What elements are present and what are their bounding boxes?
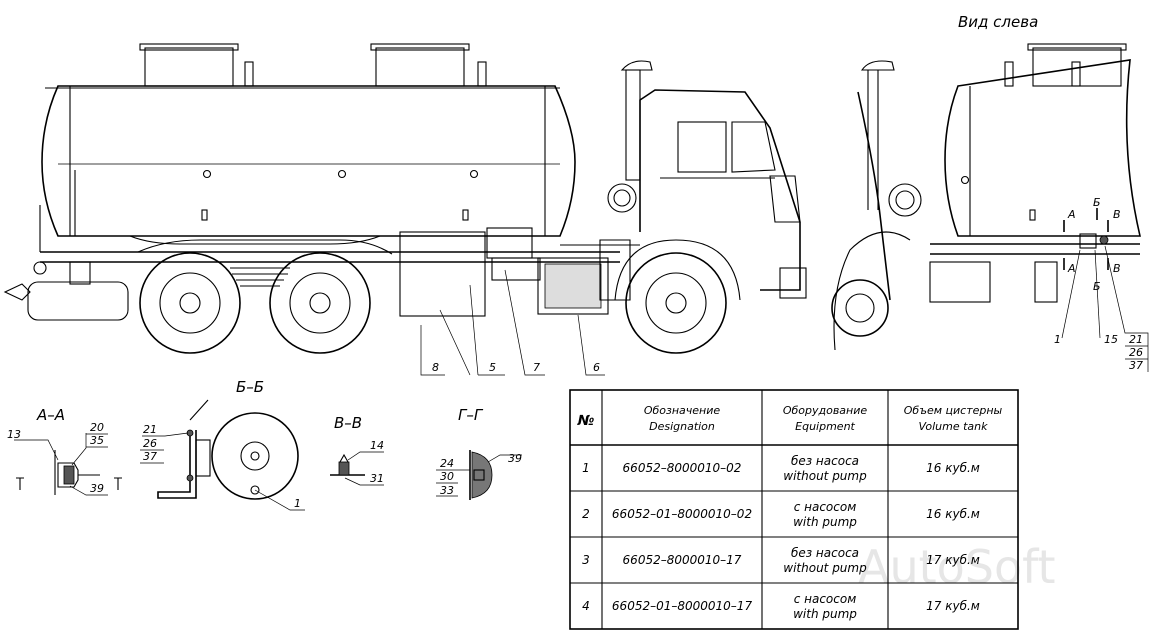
callout-15: 15 xyxy=(1104,333,1118,346)
table-row-1-equipment-ru: без насоса xyxy=(791,454,859,468)
header-designation-en: Designation xyxy=(649,420,715,433)
table-row-1-num: 1 xyxy=(582,461,590,475)
callout-1-b: 1 xyxy=(294,497,301,510)
callout-1-left: 1 xyxy=(1054,333,1061,346)
section-a-a-title: А–А xyxy=(36,406,65,424)
table-row-3-designation: 66052–8000010–17 xyxy=(623,553,742,567)
header-designation-ru: Обозначение xyxy=(644,404,721,417)
table-row-4-equipment-en: with pump xyxy=(793,607,857,621)
callout-37-b: 37 xyxy=(143,450,157,463)
callout-21-left: 21 xyxy=(1129,333,1143,346)
side-view-callouts: 8 5 7 6 xyxy=(420,269,605,376)
fuel-tank-6 xyxy=(537,257,609,315)
section-b-b: Б–Б 21 26 37 1 xyxy=(140,378,305,511)
callout-31: 31 xyxy=(370,472,384,485)
view-label: Вид слева xyxy=(958,13,1038,31)
spec-table: № Обозначение Designation Оборудование E… xyxy=(569,389,1019,630)
header-num: № xyxy=(577,413,595,429)
callout-6: 6 xyxy=(593,361,600,374)
callout-26-b: 26 xyxy=(143,437,157,450)
table-row-4-designation: 66052–01–8000010–17 xyxy=(612,599,753,613)
section-mark-v-top: В xyxy=(1113,208,1121,221)
truck-side-view xyxy=(3,43,807,354)
callout-24: 24 xyxy=(440,457,454,470)
header-volume-en: Volume tank xyxy=(918,420,988,433)
table-row-1-volume: 16 куб.м xyxy=(926,461,980,475)
callout-7: 7 xyxy=(533,361,540,374)
table-row-3-equipment-en: without pump xyxy=(783,561,867,575)
callout-39-a: 39 xyxy=(90,482,104,495)
tank-body xyxy=(41,85,576,237)
rear-wheel-2 xyxy=(269,252,371,354)
section-v-v-title: В–В xyxy=(334,414,362,432)
hatch-front xyxy=(144,47,234,87)
section-v-v: В–В 14 31 xyxy=(330,414,384,486)
table-row-3-num: 3 xyxy=(582,553,590,567)
table-row-2-equipment-ru: с насосом xyxy=(794,500,857,514)
callout-39-g: 39 xyxy=(508,452,522,465)
table-row-4-equipment-ru: с насосом xyxy=(794,592,857,606)
section-mark-a-bottom: А xyxy=(1067,262,1076,275)
table-row-2-volume: 16 куб.м xyxy=(926,507,980,521)
callout-37-left: 37 xyxy=(1129,359,1143,372)
callout-20: 20 xyxy=(90,421,104,434)
callout-33: 33 xyxy=(440,484,454,497)
watermark: AutoSoft xyxy=(858,540,1056,594)
hatch-rear xyxy=(375,47,465,87)
equipment-box-8 xyxy=(399,231,486,317)
equipment-box-7 xyxy=(486,227,533,259)
table-row-4-volume: 17 куб.м xyxy=(926,599,980,613)
callout-35: 35 xyxy=(90,434,104,447)
front-wheel xyxy=(625,252,727,354)
table-row-2-equipment-en: with pump xyxy=(793,515,857,529)
section-a-a: А–А 13 20 35 39 xyxy=(7,406,122,496)
callout-26-left: 26 xyxy=(1129,346,1143,359)
table-row-1-designation: 66052–8000010–02 xyxy=(623,461,742,475)
header-equipment-ru: Оборудование xyxy=(783,404,868,417)
table-row-2-designation: 66052–01–8000010–02 xyxy=(612,507,752,521)
callout-21-b: 21 xyxy=(143,423,157,436)
section-b-b-title: Б–Б xyxy=(236,378,264,396)
section-mark-a-top: А xyxy=(1067,208,1076,221)
rear-wheel-1 xyxy=(139,252,241,354)
table-row-3-equipment-ru: без насоса xyxy=(791,546,859,560)
left-view: Вид слева А А Б Б В В xyxy=(831,13,1149,372)
callout-8: 8 xyxy=(432,361,439,374)
table-row-2-num: 2 xyxy=(582,507,590,521)
callout-14: 14 xyxy=(370,439,384,452)
callout-13: 13 xyxy=(7,428,21,441)
cab xyxy=(639,89,801,291)
section-g-g-title: Г–Г xyxy=(458,406,484,424)
table-row-4-num: 4 xyxy=(582,599,590,613)
section-mark-b-top: Б xyxy=(1093,196,1101,209)
callout-5: 5 xyxy=(489,361,496,374)
section-g-g: Г–Г 39 24 30 33 xyxy=(436,406,522,500)
header-volume-ru: Объем цистерны xyxy=(904,404,1003,417)
table-row-1-equipment-en: without pump xyxy=(783,469,867,483)
header-equipment-en: Equipment xyxy=(795,420,855,433)
table-row-3-volume: 17 куб.м xyxy=(926,553,980,567)
section-mark-v-bottom: В xyxy=(1113,262,1121,275)
callout-30: 30 xyxy=(440,470,454,483)
